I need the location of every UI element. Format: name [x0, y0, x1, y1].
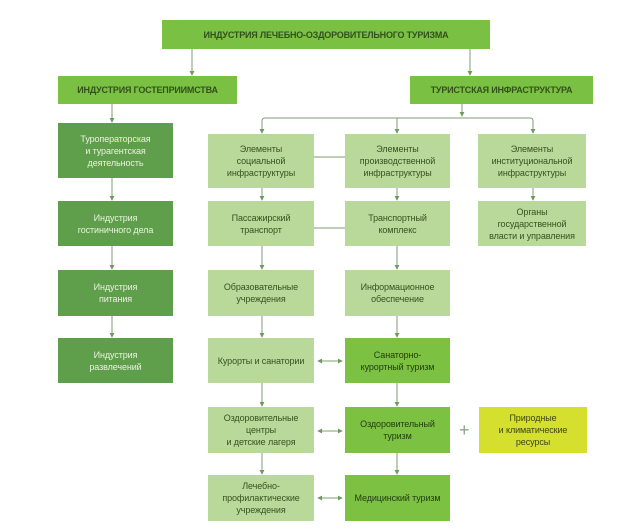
social-infrastructure: Элементы социальной инфраструктуры [208, 134, 314, 188]
hospitality-entertainment: Индустрия развлечений [58, 338, 173, 383]
hospitality-tour-operators: Туроператорская и турагентская деятельно… [58, 123, 173, 178]
health-centers-camps: Оздоровительные центры и детские лагеря [208, 407, 314, 453]
natural-climatic-resources: Природные и климатические ресурсы [479, 407, 587, 453]
passenger-transport: Пассажирский транспорт [208, 201, 314, 246]
government-authorities: Органы государственной власти и управлен… [478, 201, 586, 246]
hospitality-hotels: Индустрия гостиничного дела [58, 201, 173, 246]
title-box: ИНДУСТРИЯ ЛЕЧЕБНО-ОЗДОРОВИТЕЛЬНОГО ТУРИЗ… [162, 20, 490, 49]
institutional-infrastructure: Элементы институциональной инфраструктур… [478, 134, 586, 188]
medical-prophylactic-institutions: Лечебно- профилактические учреждения [208, 475, 314, 521]
medical-tourism: Медицинский туризм [345, 475, 450, 521]
plus-sign: + [459, 420, 470, 440]
educational-institutions: Образовательные учреждения [208, 270, 314, 316]
resorts-sanatoriums: Курорты и санатории [208, 338, 314, 383]
transport-complex: Транспортный комплекс [345, 201, 450, 246]
hospitality-header: ИНДУСТРИЯ ГОСТЕПРИИМСТВА [58, 76, 237, 104]
hospitality-catering: Индустрия питания [58, 270, 173, 316]
health-tourism: Оздоровительный туризм [345, 407, 450, 453]
production-infrastructure: Элементы производственной инфраструктуры [345, 134, 450, 188]
sanatorium-resort-tourism: Санаторно- курортный туризм [345, 338, 450, 383]
infrastructure-header: ТУРИСТСКАЯ ИНФРАСТРУКТУРА [410, 76, 593, 104]
information-support: Информационное обеспечение [345, 270, 450, 316]
